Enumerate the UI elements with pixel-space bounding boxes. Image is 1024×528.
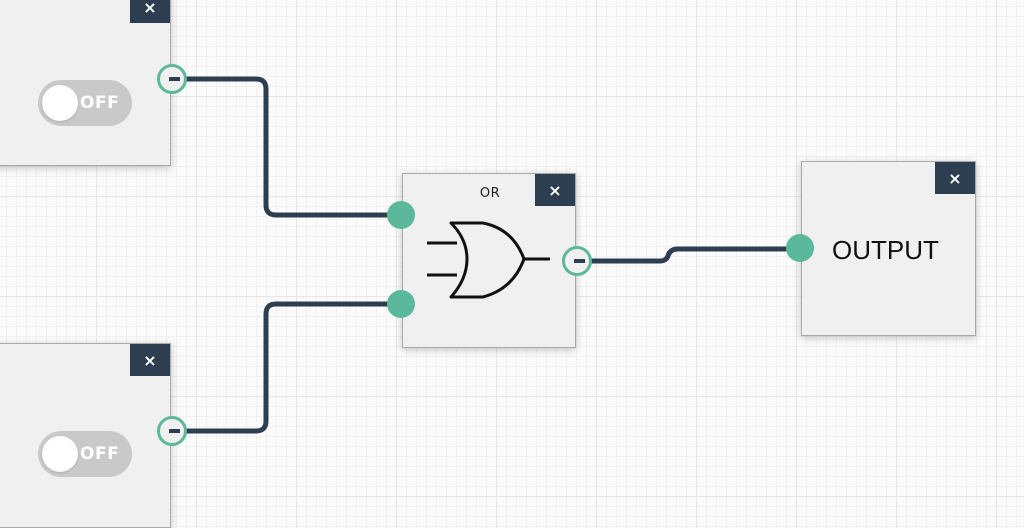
switch-2-output-port[interactable] bbox=[157, 416, 187, 446]
or-gate-icon bbox=[427, 221, 550, 299]
switch-node-1[interactable]: × OFF bbox=[0, 0, 171, 166]
close-button[interactable]: × bbox=[130, 0, 170, 23]
toggle-state-label: OFF bbox=[80, 93, 120, 113]
output-node[interactable]: × OUTPUT bbox=[801, 161, 976, 336]
wire-switch1-to-or[interactable] bbox=[169, 76, 403, 218]
switch-node-2[interactable]: × OFF bbox=[0, 343, 171, 528]
close-icon: × bbox=[143, 350, 157, 370]
close-button[interactable]: × bbox=[935, 162, 975, 194]
gate-title: OR bbox=[479, 186, 501, 201]
close-icon: × bbox=[948, 168, 962, 188]
close-icon: × bbox=[548, 180, 562, 200]
toggle-switch[interactable]: OFF bbox=[38, 431, 132, 477]
or-input-port-b[interactable] bbox=[387, 290, 415, 318]
toggle-state-label: OFF bbox=[80, 444, 120, 464]
switch-1-output-port[interactable] bbox=[157, 64, 187, 94]
output-label: OUTPUT bbox=[832, 235, 939, 265]
toggle-knob bbox=[42, 85, 78, 121]
close-icon: × bbox=[143, 0, 157, 17]
output-input-port[interactable] bbox=[786, 234, 814, 262]
toggle-switch[interactable]: OFF bbox=[38, 80, 132, 126]
wire-switch2-to-or[interactable] bbox=[169, 301, 403, 434]
close-button[interactable]: × bbox=[130, 344, 170, 376]
or-input-port-a[interactable] bbox=[387, 201, 415, 229]
wire-or-to-output[interactable] bbox=[573, 246, 803, 264]
or-gate-node[interactable]: OR × bbox=[402, 173, 576, 348]
toggle-knob bbox=[42, 436, 78, 472]
close-button[interactable]: × bbox=[535, 174, 575, 206]
or-output-port[interactable] bbox=[562, 246, 592, 276]
wire-layer bbox=[169, 76, 803, 434]
